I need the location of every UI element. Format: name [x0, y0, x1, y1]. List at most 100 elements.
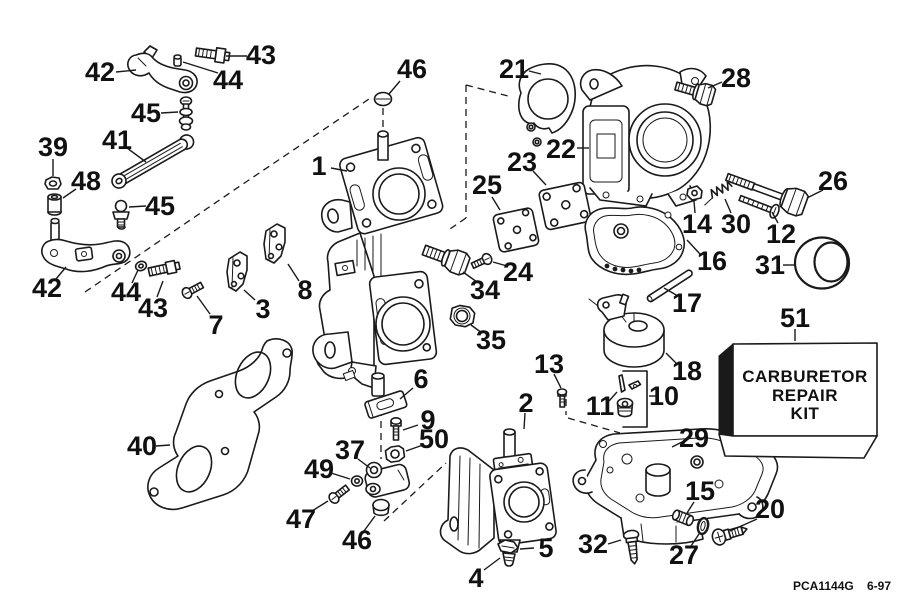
leader-line-44-top — [182, 61, 219, 74]
alignment-dash-cap-to-body2 — [383, 462, 447, 522]
callout-number-2: 2 — [518, 388, 533, 418]
callout-number-12: 12 — [766, 219, 796, 249]
alignment-dash-right-vertical — [446, 84, 509, 232]
callout-number-8: 8 — [297, 275, 312, 305]
callout-number-4: 4 — [468, 563, 483, 593]
part-spacer-48 — [47, 193, 62, 216]
part-bracket-3 — [226, 251, 248, 292]
leader-line-13 — [553, 373, 562, 389]
leader-line-1 — [330, 167, 348, 172]
leader-line-11 — [608, 391, 618, 402]
callout-number-41: 41 — [102, 125, 132, 155]
part-strainer-4 — [502, 552, 516, 567]
callout-number-1: 1 — [311, 151, 326, 181]
part-screw-7 — [181, 281, 205, 300]
part-screw-24 — [470, 252, 493, 270]
part-nut-50 — [384, 445, 406, 463]
callout-number-25: 25 — [472, 170, 502, 200]
leader-line-46-top — [388, 80, 401, 95]
part-washer-49 — [350, 475, 364, 487]
part-diaphragm-gasket-16 — [584, 206, 686, 276]
callout-number-43-bot: 43 — [138, 293, 168, 323]
callout-number-45-top: 45 — [131, 98, 161, 128]
callout-number-16: 16 — [697, 246, 727, 276]
part-bolt-34 — [421, 244, 471, 276]
callout-number-14: 14 — [682, 209, 712, 239]
leader-line-32 — [607, 539, 622, 545]
part-screw-43-bottom — [147, 259, 181, 277]
part-fitting-5 — [497, 539, 519, 554]
leader-line-46-bot — [363, 515, 376, 532]
leader-line-41 — [126, 147, 147, 163]
callout-number-42-bot: 42 — [32, 273, 62, 303]
kit-text-line-2: REPAIR — [772, 386, 838, 405]
callout-number-28: 28 — [721, 63, 751, 93]
leader-line-26 — [806, 189, 824, 199]
leader-line-8 — [287, 263, 300, 282]
leader-line-37 — [357, 458, 371, 469]
part-ball-stud-45 — [112, 199, 130, 230]
callout-number-27: 27 — [669, 540, 699, 570]
leader-line-44-bot — [131, 269, 139, 284]
part-hinge-pin-17 — [646, 269, 693, 303]
leader-line-24 — [492, 261, 508, 267]
callout-number-23: 23 — [507, 147, 537, 177]
part-plate-25 — [492, 207, 540, 253]
callout-number-47: 47 — [286, 504, 316, 534]
callout-number-11: 11 — [586, 391, 615, 421]
part-cam-lever-42 — [41, 217, 131, 273]
callout-number-30: 30 — [721, 209, 751, 239]
callout-number-31: 31 — [755, 250, 785, 280]
part-cap-46-bottom — [372, 498, 390, 517]
part-nut-35 — [449, 304, 476, 328]
callout-number-7: 7 — [208, 310, 223, 340]
leader-line-50 — [405, 444, 424, 452]
leader-line-27 — [690, 533, 700, 547]
callout-number-26: 26 — [818, 166, 848, 196]
callout-number-42-top: 42 — [85, 57, 115, 87]
part-link-rod-41 — [111, 134, 195, 189]
callout-number-32: 32 — [578, 529, 608, 559]
leader-line-20 — [729, 518, 758, 532]
leader-line-42-bot — [55, 266, 67, 280]
footer-date-code: 6-97 — [867, 579, 891, 593]
leader-line-28 — [707, 81, 723, 89]
leader-line-17 — [663, 287, 679, 297]
alignment-dash-left — [84, 96, 373, 293]
callout-number-44-top: 44 — [213, 65, 243, 95]
part-washer-44 — [134, 260, 148, 272]
part-screw-45-top — [178, 96, 194, 131]
part-screw-9 — [390, 416, 402, 441]
part-nut-14 — [686, 185, 703, 201]
leader-line-45-mid — [128, 205, 147, 208]
leader-line-45-top — [160, 111, 179, 114]
callout-number-49: 49 — [304, 454, 334, 484]
callout-number-18: 18 — [672, 356, 702, 386]
callout-number-37: 37 — [335, 435, 365, 465]
callout-number-15: 15 — [685, 476, 715, 506]
leader-line-3 — [243, 289, 256, 301]
part-bolt-28 — [674, 81, 717, 107]
part-screw-43-top — [194, 47, 231, 64]
leader-line-43-bot — [156, 280, 164, 298]
leader-line-47 — [311, 500, 329, 512]
part-screw-12 — [738, 194, 780, 219]
part-bracket-8 — [263, 223, 286, 264]
leader-line-6 — [399, 387, 414, 400]
alignment-dash-needle — [565, 399, 621, 434]
leader-line-25 — [491, 196, 501, 211]
callout-number-46-top: 46 — [397, 54, 427, 84]
part-anchor-plate-6 — [364, 390, 408, 419]
callout-number-44-bot: 44 — [111, 277, 141, 307]
leader-line-2 — [523, 412, 526, 430]
part-carb-body-1 — [312, 130, 444, 397]
callout-number-35: 35 — [476, 325, 506, 355]
part-needle-seat-11 — [616, 374, 642, 418]
part-pin-44-top — [173, 54, 182, 67]
leader-line-7 — [196, 295, 211, 315]
part-needle-spring-30 — [704, 180, 733, 206]
callout-number-51: 51 — [780, 303, 810, 333]
callout-number-24: 24 — [503, 257, 533, 287]
leader-line-4 — [483, 557, 501, 571]
